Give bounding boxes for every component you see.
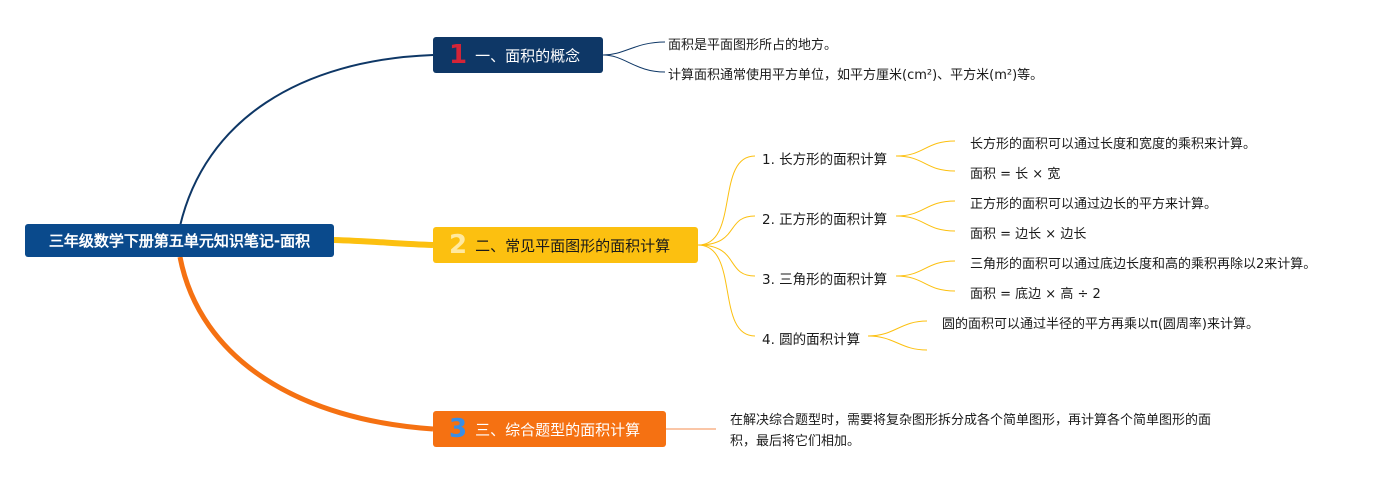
branch-1-node[interactable]: 1 一、面积的概念	[433, 37, 603, 73]
square-note-2: 面积 = 边长 × 边长	[970, 227, 1087, 242]
subtopic-rectangle[interactable]: 1. 长方形的面积计算	[762, 152, 888, 168]
connector-root-branch2	[333, 237, 434, 248]
branch-1-number: 1	[449, 40, 468, 70]
square-note-1: 正方形的面积可以通过边长的平方来计算。	[970, 197, 1218, 212]
connector-branch2-sub4	[697, 244, 756, 337]
connector-sub4-note2	[867, 335, 928, 351]
branch-2-number: 2	[449, 230, 468, 260]
branch-1-label: 一、面积的概念	[475, 46, 581, 65]
connector-sub3-note1	[895, 260, 956, 277]
connector-root-branch3	[177, 256, 434, 432]
branch-1-note-1: 面积是平面图形所占的地方。	[668, 38, 838, 53]
connector-branch2-sub3	[697, 244, 756, 277]
triangle-note-2: 面积 = 底边 × 高 ÷ 2	[970, 287, 1101, 302]
subtopic-triangle[interactable]: 3. 三角形的面积计算	[762, 272, 888, 288]
root-node[interactable]: 三年级数学下册第五单元知识笔记-面积	[25, 224, 334, 257]
circle-note-1: 圆的面积可以通过半径的平方再乘以π(圆周率)来计算。	[942, 317, 1259, 332]
triangle-note-1: 三角形的面积可以通过底边长度和高的乘积再除以2来计算。	[970, 257, 1317, 272]
branch-3-note: 在解决综合题型时，需要将复杂图形拆分成各个简单图形，再计算各个简单图形的面积，最…	[730, 413, 1212, 449]
connector-sub1-note1	[895, 140, 956, 157]
connector-branch1-note2	[602, 54, 666, 73]
rectangle-note-2: 面积 = 长 × 宽	[970, 167, 1061, 182]
branch-3-number: 3	[449, 414, 468, 444]
subtopic-square[interactable]: 2. 正方形的面积计算	[762, 212, 888, 228]
branch-2-label: 二、常见平面图形的面积计算	[475, 236, 671, 255]
rectangle-note-1: 长方形的面积可以通过长度和宽度的乘积来计算。	[970, 137, 1257, 152]
branch-3-label: 三、综合题型的面积计算	[475, 420, 641, 439]
connector-branch1-note1	[602, 41, 666, 56]
connector-root-branch1	[179, 54, 434, 227]
connector-branch2-sub2	[697, 215, 756, 246]
connector-sub1-note2	[895, 155, 956, 172]
connector-sub2-note2	[895, 215, 956, 232]
root-label: 三年级数学下册第五单元知识笔记-面积	[48, 232, 311, 250]
branch-3-node[interactable]: 3 三、综合题型的面积计算	[433, 411, 666, 447]
branch-1-note-2: 计算面积通常使用平方单位，如平方厘米(cm²)、平方米(m²)等。	[668, 68, 1044, 83]
connector-branch2-sub1	[697, 155, 756, 246]
connector-sub3-note2	[895, 275, 956, 292]
connector-sub4-note1	[867, 320, 928, 337]
connector-sub2-note1	[895, 200, 956, 217]
branch-2-node[interactable]: 2 二、常见平面图形的面积计算	[433, 227, 698, 263]
subtopic-circle[interactable]: 4. 圆的面积计算	[762, 332, 861, 348]
